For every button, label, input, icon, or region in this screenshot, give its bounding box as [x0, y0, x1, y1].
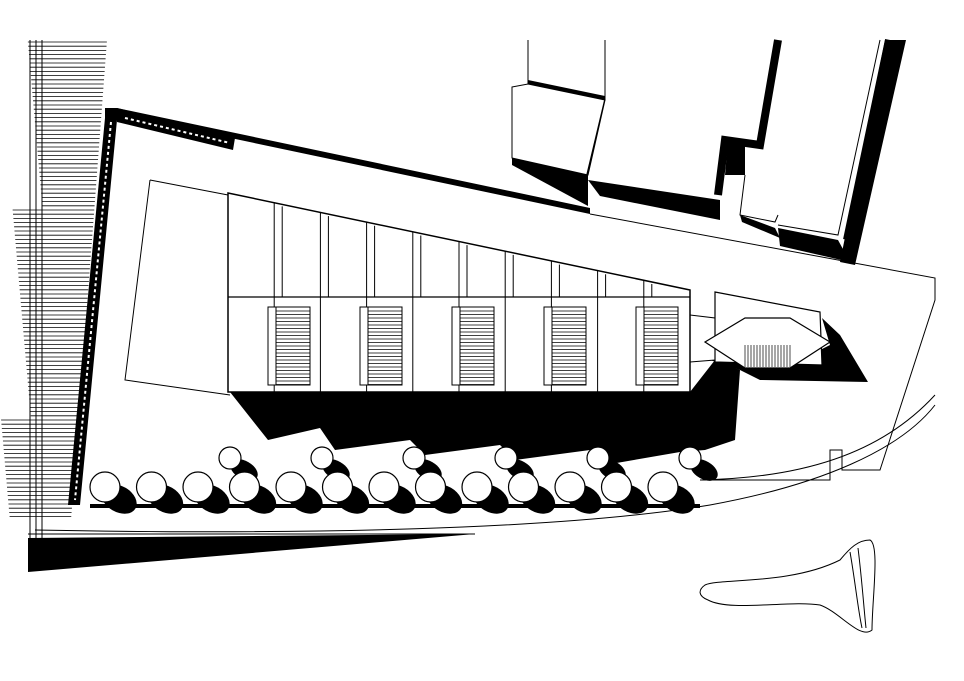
tree	[507, 471, 556, 514]
building-footprint	[227, 192, 716, 393]
stair-block	[359, 306, 403, 386]
tree	[647, 471, 695, 514]
entrance-pavilion	[703, 291, 832, 369]
tree	[275, 471, 323, 514]
stair-block	[451, 306, 495, 386]
parking-stripes	[1, 41, 107, 517]
neighbour-buildings	[511, 38, 906, 265]
traffic-island	[699, 539, 876, 633]
tree-row	[89, 446, 718, 514]
tree	[414, 471, 463, 514]
tree	[89, 471, 137, 514]
street-edge-left	[29, 40, 43, 545]
tree	[554, 471, 602, 514]
tree	[135, 471, 184, 514]
plaza-outline	[34, 179, 936, 533]
tree	[182, 471, 230, 514]
tree	[321, 471, 370, 514]
tree	[678, 446, 718, 481]
stair-block	[267, 306, 311, 386]
stair-block	[543, 306, 587, 386]
site-boundary-wall	[117, 108, 590, 214]
tree	[461, 471, 509, 514]
tree	[600, 471, 649, 514]
stair-block	[635, 306, 679, 386]
hedge-boundary	[68, 108, 235, 505]
tree	[228, 471, 277, 514]
road-edge-bottom	[28, 533, 475, 572]
tree	[368, 471, 416, 514]
